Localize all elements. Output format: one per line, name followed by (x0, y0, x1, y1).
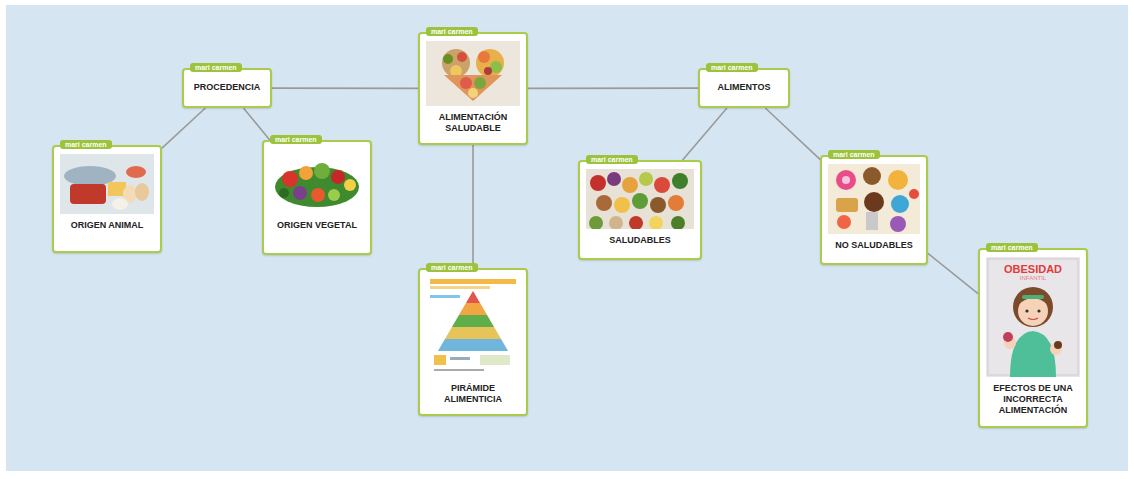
card-picture (426, 41, 520, 106)
author-tag: mari carmen (190, 63, 242, 72)
author-tag: mari carmen (828, 150, 880, 159)
card-title: SALUDABLES (580, 229, 700, 253)
poster-title: OBESIDAD (986, 263, 1080, 275)
connector-stroke (765, 108, 820, 159)
connector-stroke (472, 145, 474, 268)
connector-line (162, 108, 205, 148)
connector-stroke (243, 108, 269, 140)
card-title: ORIGEN VEGETAL (264, 214, 370, 238)
concept-card: mari carmenALIMENTOS (698, 68, 790, 108)
author-tag: mari carmen (270, 135, 322, 144)
card-title: PIRÁMIDE ALIMENTICIA (420, 377, 526, 412)
concept-card: mari carmenPROCEDENCIA (182, 68, 272, 108)
concept-card: mari carmen OBESIDADINFANTILEFECTOS DE U… (978, 248, 1088, 428)
vegetable-food-photo (270, 149, 364, 214)
card-title: ALIMENTACIÓN SALUDABLE (420, 106, 526, 141)
card-title: ALIMENTOS (700, 76, 788, 100)
card-picture: OBESIDADINFANTIL (986, 257, 1080, 377)
connector-line (473, 145, 474, 268)
connector-line (683, 108, 727, 160)
connector-stroke (272, 87, 418, 89)
connector-stroke (928, 253, 978, 293)
concept-card: mari carmen NO SALUDABLES (820, 155, 928, 265)
background-panel (6, 5, 1128, 471)
card-title: EFECTOS DE UNA INCORRECTA ALIMENTACIÓN (980, 377, 1086, 423)
card-title: NO SALUDABLES (822, 234, 926, 258)
connector-line (765, 108, 820, 159)
concept-card: mari carmen ORIGEN VEGETAL (262, 140, 372, 255)
card-picture (270, 149, 364, 214)
card-title: PROCEDENCIA (184, 76, 270, 100)
card-title: ORIGEN ANIMAL (54, 214, 160, 238)
card-picture (60, 154, 154, 214)
concept-card: mari carmen ORIGEN ANIMAL (52, 145, 162, 253)
author-tag: mari carmen (426, 263, 478, 272)
author-tag: mari carmen (986, 243, 1038, 252)
connector-stroke (528, 87, 698, 89)
connector-line (928, 253, 978, 293)
concept-card: mari carmen ALIMENTACIÓN SALUDABLE (418, 32, 528, 145)
poster-subtitle: INFANTIL (986, 275, 1080, 282)
author-tag: mari carmen (426, 27, 478, 36)
author-tag: mari carmen (60, 140, 112, 149)
connector-line (528, 88, 698, 89)
card-picture (426, 277, 520, 377)
food-pyramid-poster (426, 277, 520, 377)
author-tag: mari carmen (586, 155, 638, 164)
connector-line (272, 88, 418, 89)
card-picture (828, 164, 920, 234)
connector-stroke (683, 108, 727, 160)
connector-line (243, 108, 269, 140)
animal-food-photo (60, 154, 154, 214)
concept-card: mari carmen PIRÁMIDE ALIMENTICIA (418, 268, 528, 416)
concept-card: mari carmen SALUDABLES (578, 160, 702, 260)
card-picture (586, 169, 694, 229)
author-tag: mari carmen (706, 63, 758, 72)
healthy-food-photo (426, 41, 520, 106)
healthy-foods-photo (586, 169, 694, 229)
unhealthy-foods-photo (828, 164, 920, 234)
connector-stroke (162, 108, 205, 148)
